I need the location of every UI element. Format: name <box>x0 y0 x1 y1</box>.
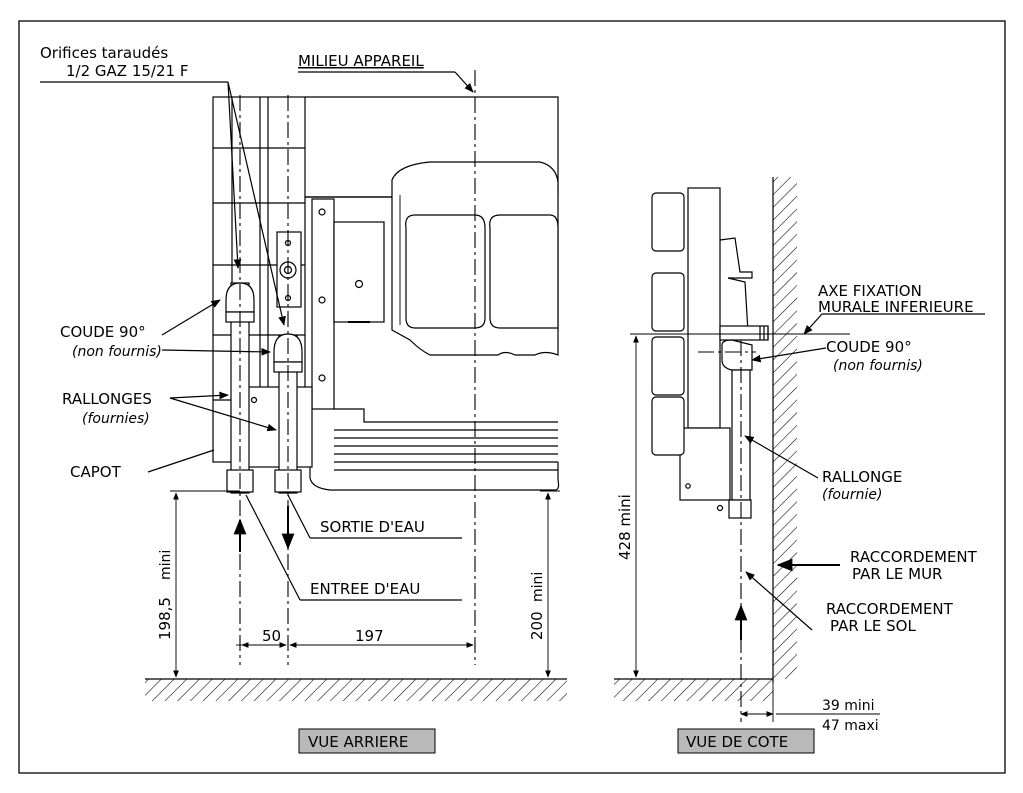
label-raccordement-mur-2: PAR LE MUR <box>852 565 942 583</box>
label-coude-rear: COUDE 90° <box>60 323 146 341</box>
label-milieu-appareil: MILIEU APPAREIL <box>298 52 424 70</box>
label-axe-fixation-1: AXE FIXATION <box>818 282 922 300</box>
label-rallonge-note: (fournie) <box>822 487 882 503</box>
view-label-side-text: VUE DE COTE <box>686 733 788 751</box>
dim-200: 200 <box>528 611 546 640</box>
drawing-frame <box>18 20 1006 774</box>
label-rallonge: RALLONGE <box>822 468 902 486</box>
dim-47: 47 maxi <box>822 718 879 734</box>
label-entree-eau: ENTREE D'EAU <box>310 580 420 598</box>
label-sortie-eau: SORTIE D'EAU <box>320 518 425 536</box>
side-view: AXE FIXATION MURALE INFERIEURE COUDE 90°… <box>614 177 985 754</box>
label-raccordement-mur-1: RACCORDEMENT <box>850 548 978 566</box>
label-coude-rear-note: (non fournis) <box>72 344 162 360</box>
dim-197: 197 <box>355 627 384 645</box>
rear-floor <box>145 678 567 701</box>
view-label-side: VUE DE COTE <box>677 728 815 754</box>
rear-dimensions <box>170 490 560 678</box>
dim-198-5: 198,5 <box>156 597 174 640</box>
label-coude-side: COUDE 90° <box>826 338 912 356</box>
label-capot: CAPOT <box>70 463 122 481</box>
label-coude-side-note: (non fournis) <box>833 358 923 374</box>
rear-labels: Orifices taraudés 1/2 GAZ 15/21 F MILIEU… <box>40 44 546 645</box>
dim-50: 50 <box>262 627 281 645</box>
dim-198-5-unit: mini <box>158 550 174 580</box>
label-axe-fixation-2: MURALE INFERIEURE <box>818 298 974 316</box>
label-rallonges-note: (fournies) <box>82 411 150 427</box>
label-orifices-2: 1/2 GAZ 15/21 F <box>66 62 188 80</box>
label-orifices-1: Orifices taraudés <box>40 44 168 62</box>
dim-428: 428 mini <box>616 494 634 560</box>
view-label-rear: VUE ARRIERE <box>298 728 436 754</box>
side-dimensions <box>633 335 880 722</box>
flow-arrows <box>233 506 295 552</box>
dim-200-unit: mini <box>530 572 546 602</box>
label-rallonges: RALLONGES <box>62 390 152 408</box>
side-body <box>651 187 769 519</box>
side-wall <box>772 177 797 683</box>
rear-view: Orifices taraudés 1/2 GAZ 15/21 F MILIEU… <box>40 44 567 754</box>
side-floor <box>614 678 773 701</box>
dim-39: 39 mini <box>822 698 875 714</box>
side-labels: AXE FIXATION MURALE INFERIEURE COUDE 90°… <box>616 282 978 734</box>
side-leaders <box>630 313 985 631</box>
rear-bracket <box>276 231 302 308</box>
label-raccordement-sol-2: PAR LE SOL <box>830 617 916 635</box>
label-raccordement-sol-1: RACCORDEMENT <box>826 600 954 618</box>
view-label-rear-text: VUE ARRIERE <box>308 733 408 751</box>
rear-casing <box>305 96 560 491</box>
rear-leaders <box>40 71 474 601</box>
side-arrows <box>734 558 840 640</box>
